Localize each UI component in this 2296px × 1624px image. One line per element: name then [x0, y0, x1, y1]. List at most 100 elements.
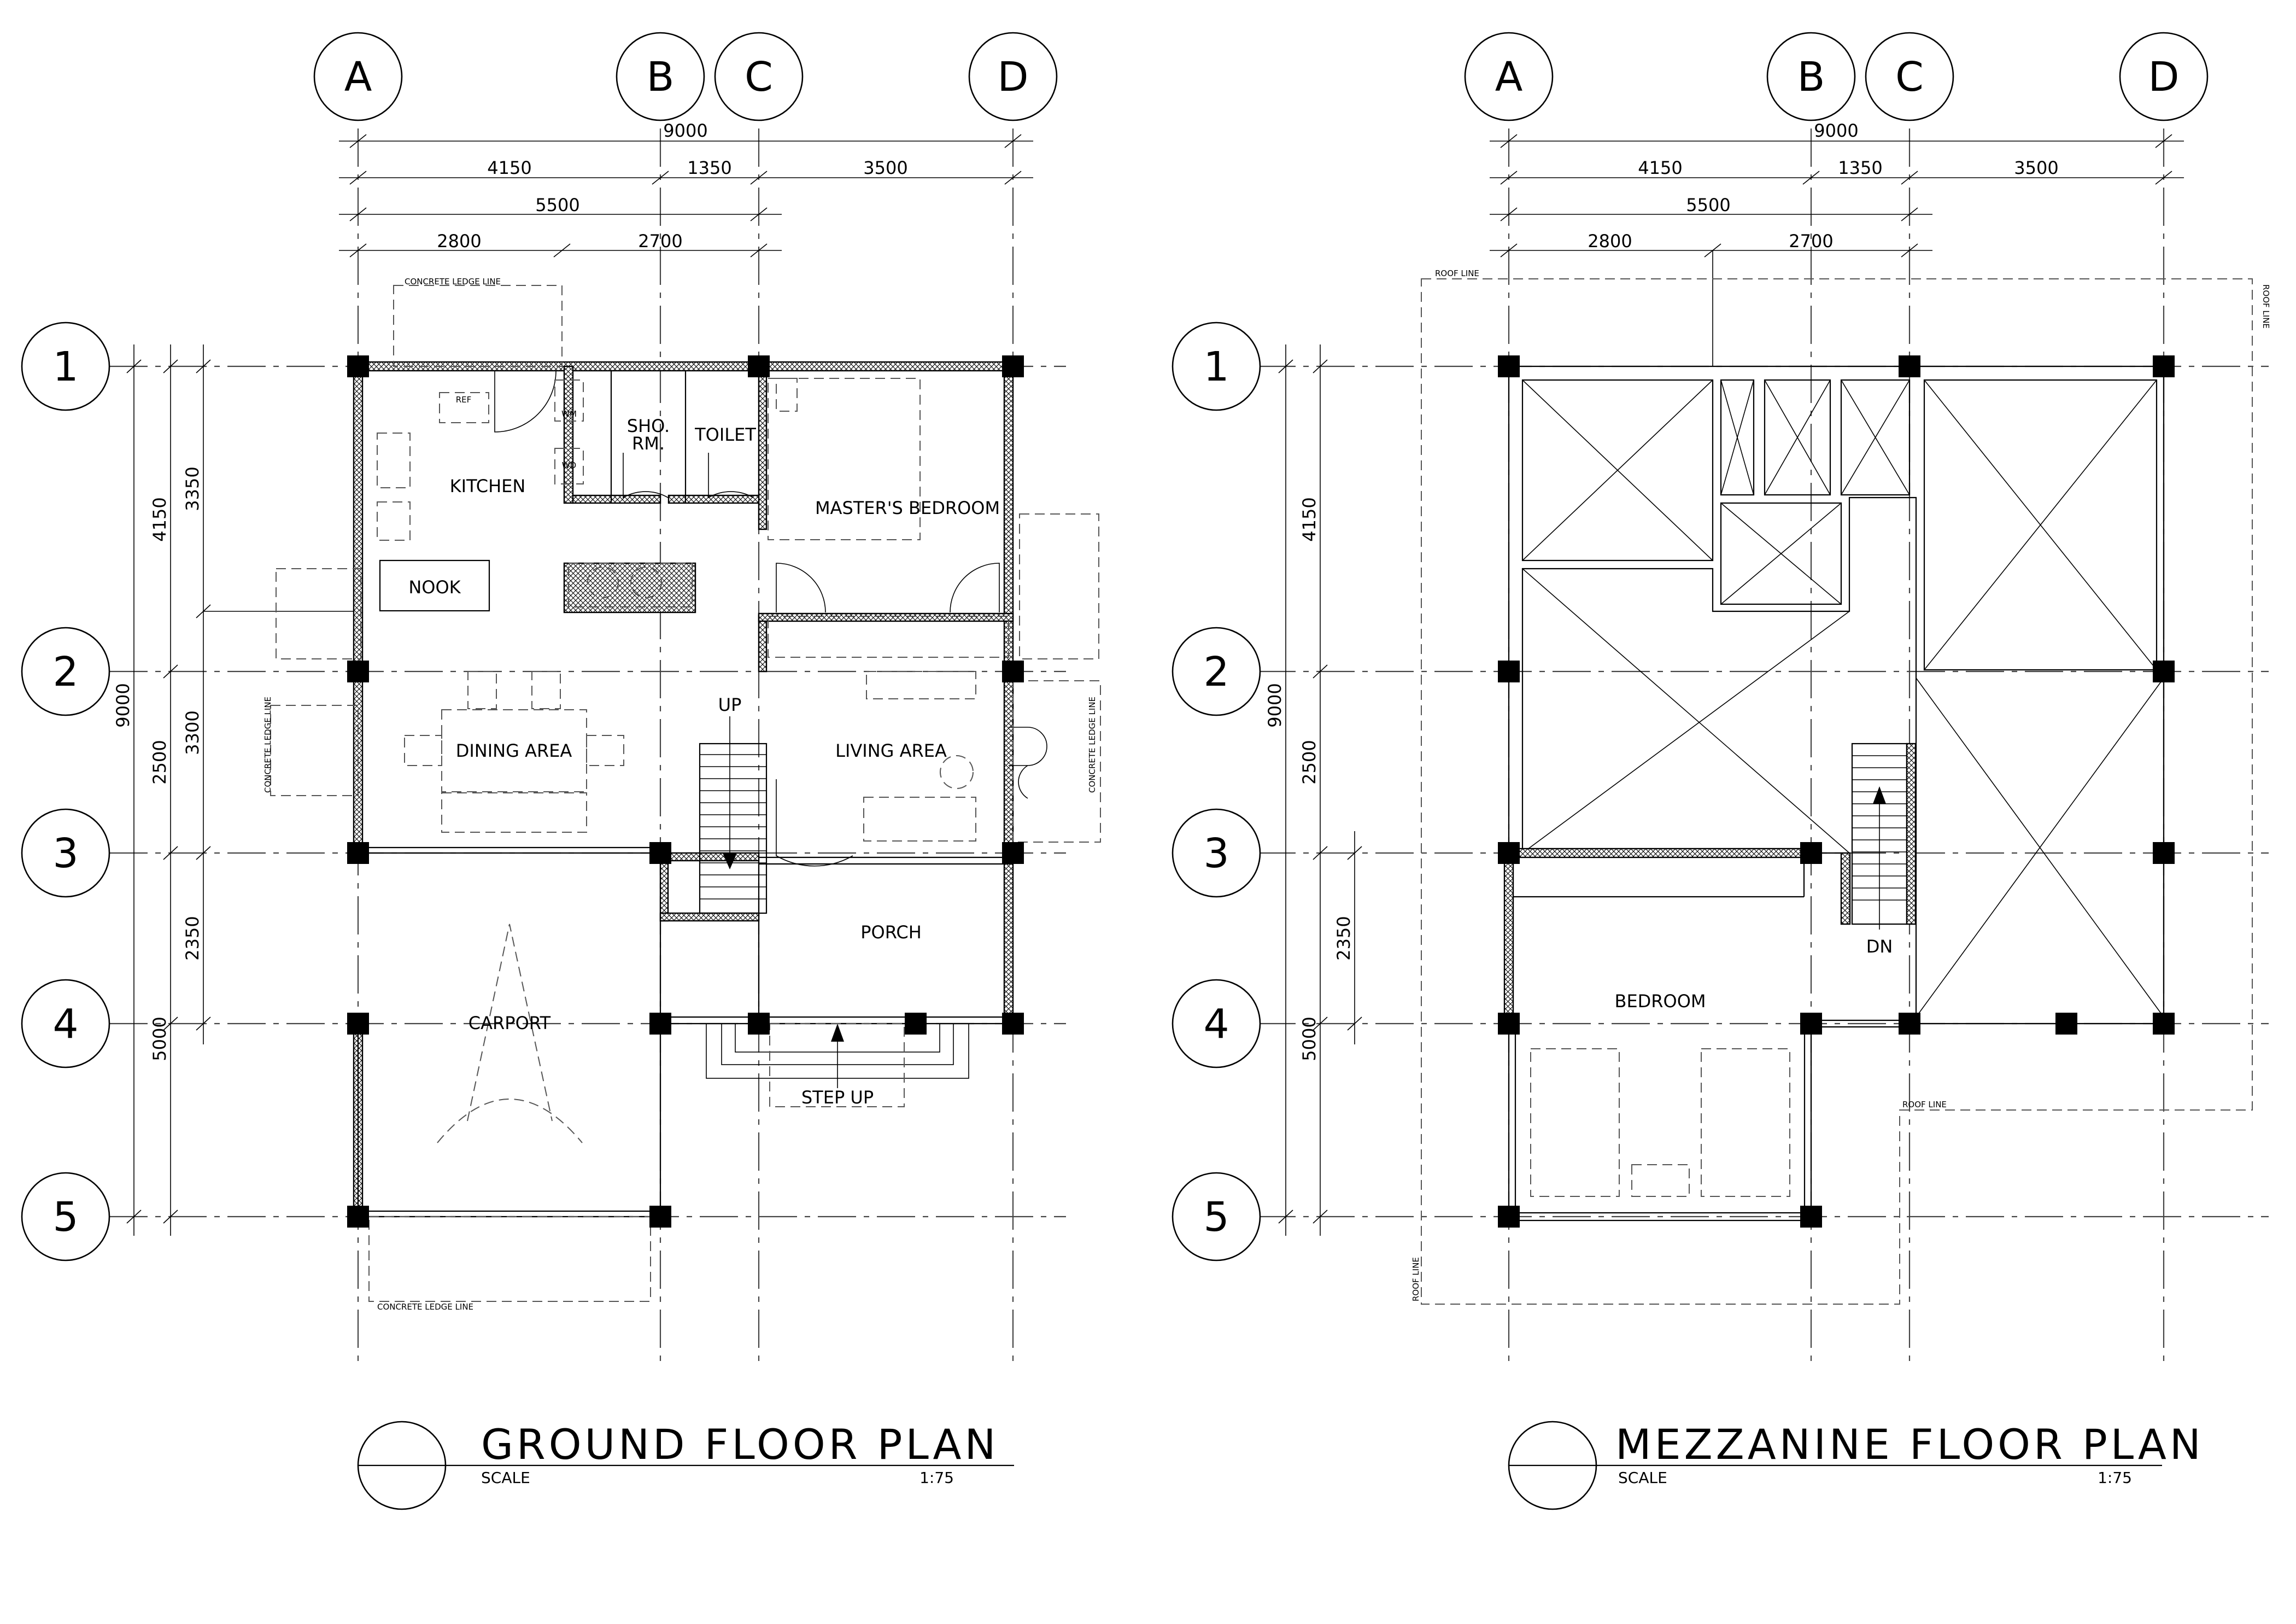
mezz-grid-bubble-5: 5 [1172, 1172, 1261, 1261]
mezz-roof-line: ROOF LINE ROOF LINE ROOF LINE ROOF LINE [1411, 268, 2271, 1305]
ground-columns [347, 355, 1024, 1228]
grid-bubble-b: B [616, 32, 705, 121]
dim-sub2: 2700 [638, 231, 682, 252]
mezz-title-block: MEZZANINE FLOOR PLAN SCALE 1:75 [1508, 1420, 2204, 1510]
mezz-grid-bubble-3: 3 [1172, 808, 1261, 898]
label-roof-line-mid: ROOF LINE [1902, 1100, 1947, 1109]
room-living: LIVING AREA [835, 740, 947, 761]
svg-text:2350: 2350 [182, 916, 203, 960]
label-roof-line-top: ROOF LINE [1435, 268, 1479, 278]
label-concrete-ledge-top: CONCRETE LEDGE LINE [405, 277, 501, 287]
mezz-grid-bubble-1: 1 [1172, 322, 1261, 411]
mezz-grid-bubble-b: B [1766, 32, 1856, 121]
grid-bubble-2: 2 [21, 627, 110, 716]
label-dn: DN [1866, 936, 1893, 957]
mezz-left-dimensions: 9000 4150 2500 5000 2350 [1264, 344, 1362, 1236]
svg-text:9000: 9000 [113, 683, 133, 727]
dim-c-d: 3500 [863, 157, 907, 178]
mezz-scale-value: 1:75 [2098, 1469, 2132, 1487]
room-nook: NOOK [408, 577, 461, 598]
grid-bubble-5: 5 [21, 1172, 110, 1261]
label-concrete-ledge-left: CONCRETE LEDGE LINE [263, 697, 273, 793]
svg-text:B: B [647, 54, 675, 101]
grid-bubble-c: C [714, 32, 804, 121]
dim-a-b: 4150 [487, 157, 531, 178]
grid-bubble-3: 3 [21, 808, 110, 898]
grid-bubble-d: D [968, 32, 1058, 121]
svg-text:C: C [1895, 54, 1924, 101]
svg-text:C: C [745, 54, 773, 101]
grid-bubble-4: 4 [21, 979, 110, 1068]
svg-text:B: B [1797, 54, 1825, 101]
svg-text:4150: 4150 [1638, 157, 1682, 178]
svg-text:5000: 5000 [149, 1017, 170, 1061]
room-shower-line2: RM. [632, 433, 665, 454]
svg-text:5500: 5500 [1686, 195, 1730, 215]
room-kitchen: KITCHEN [450, 476, 526, 496]
label-concrete-ledge-right: CONCRETE LEDGE LINE [1087, 697, 1097, 793]
mezz-grid-lines [1257, 128, 2269, 1367]
carport-symbol [437, 924, 583, 1143]
label-wm: WM [561, 409, 577, 419]
dim-overall-9000: 9000 [663, 120, 707, 141]
ground-scale-label: SCALE [481, 1469, 530, 1487]
mezz-stairs: DN [1851, 743, 1908, 957]
dim-sub1: 2800 [437, 231, 481, 252]
svg-text:4150: 4150 [149, 497, 170, 541]
svg-text:A: A [1495, 54, 1523, 101]
mezz-column-bubbles: A B C D 1 2 3 4 5 [1172, 32, 2209, 1261]
svg-text:2350: 2350 [1333, 916, 1354, 960]
ground-stairs: UP [699, 694, 768, 914]
svg-text:3: 3 [52, 830, 78, 877]
mezz-top-dimensions: 9000 4150 1350 3500 5500 2800 2700 [1490, 120, 2184, 366]
dim-a-c: 5500 [535, 195, 579, 215]
svg-text:1350: 1350 [1838, 157, 1882, 178]
ground-small-labels: REF WM WD CONCRETE LEDGE LINE CONCRETE L… [263, 277, 1097, 1312]
svg-text:2700: 2700 [1789, 231, 1833, 252]
dim-b-c: 1350 [687, 157, 731, 178]
mezzanine-floor-plan: A B C D 1 2 3 4 5 9000 4150 1350 3500 55… [1172, 32, 2271, 1510]
mezz-grid-bubble-d: D [2119, 32, 2209, 121]
ground-top-dimensions: 9000 4150 1350 3500 5500 2800 2700 [339, 120, 1033, 258]
ground-walls [353, 361, 1014, 1218]
mezz-grid-bubble-2: 2 [1172, 627, 1261, 716]
svg-text:2500: 2500 [149, 740, 170, 784]
svg-text:3500: 3500 [2014, 157, 2058, 178]
svg-text:3350: 3350 [182, 466, 203, 511]
ground-furniture [270, 285, 1101, 1302]
ground-doors [494, 370, 1047, 867]
svg-text:3: 3 [1203, 830, 1229, 877]
ground-plan-title: GROUND FLOOR PLAN [481, 1420, 999, 1469]
ground-room-labels: KITCHEN SHO. RM. TOILET MASTER'S BEDROOM… [408, 416, 1000, 1033]
label-up: UP [718, 694, 742, 715]
ground-title-block: GROUND FLOOR PLAN SCALE 1:75 [357, 1420, 1014, 1510]
svg-text:D: D [998, 54, 1029, 101]
svg-text:4: 4 [52, 1001, 78, 1048]
mezz-open-to-below [1508, 365, 2165, 1025]
ground-floor-plan: A B C D 1 2 3 4 5 9000 4150 1350 3500 55… [21, 32, 1101, 1510]
ground-column-bubbles: A B C D 1 2 3 4 5 [21, 32, 1058, 1261]
svg-text:5: 5 [52, 1194, 78, 1241]
room-carport: CARPORT [468, 1013, 551, 1033]
svg-text:3300: 3300 [182, 710, 203, 755]
ground-left-dimensions: 9000 4150 2500 5000 3350 3300 2350 [113, 344, 361, 1236]
mezz-columns [1498, 355, 2175, 1228]
svg-text:1: 1 [52, 343, 78, 390]
svg-text:2: 2 [1203, 649, 1229, 696]
mezz-bedroom [1508, 1019, 1910, 1222]
grid-bubble-a: A [313, 32, 403, 121]
svg-text:D: D [2148, 54, 2180, 101]
label-step-up: STEP UP [801, 1087, 874, 1108]
ground-porch-steps: STEP UP [706, 1023, 969, 1108]
room-porch: PORCH [860, 922, 922, 943]
svg-text:5: 5 [1203, 1194, 1229, 1241]
mezz-grid-bubble-a: A [1464, 32, 1554, 121]
label-concrete-ledge-bottom: CONCRETE LEDGE LINE [377, 1302, 473, 1312]
room-toilet: TOILET [694, 424, 756, 445]
mezz-scale-label: SCALE [1618, 1469, 1667, 1487]
mezz-grid-bubble-c: C [1865, 32, 1954, 121]
mezz-plan-title: MEZZANINE FLOOR PLAN [1615, 1420, 2204, 1469]
label-roof-line-right: ROOF LINE [2261, 284, 2271, 329]
room-bedroom: BEDROOM [1614, 991, 1706, 1012]
